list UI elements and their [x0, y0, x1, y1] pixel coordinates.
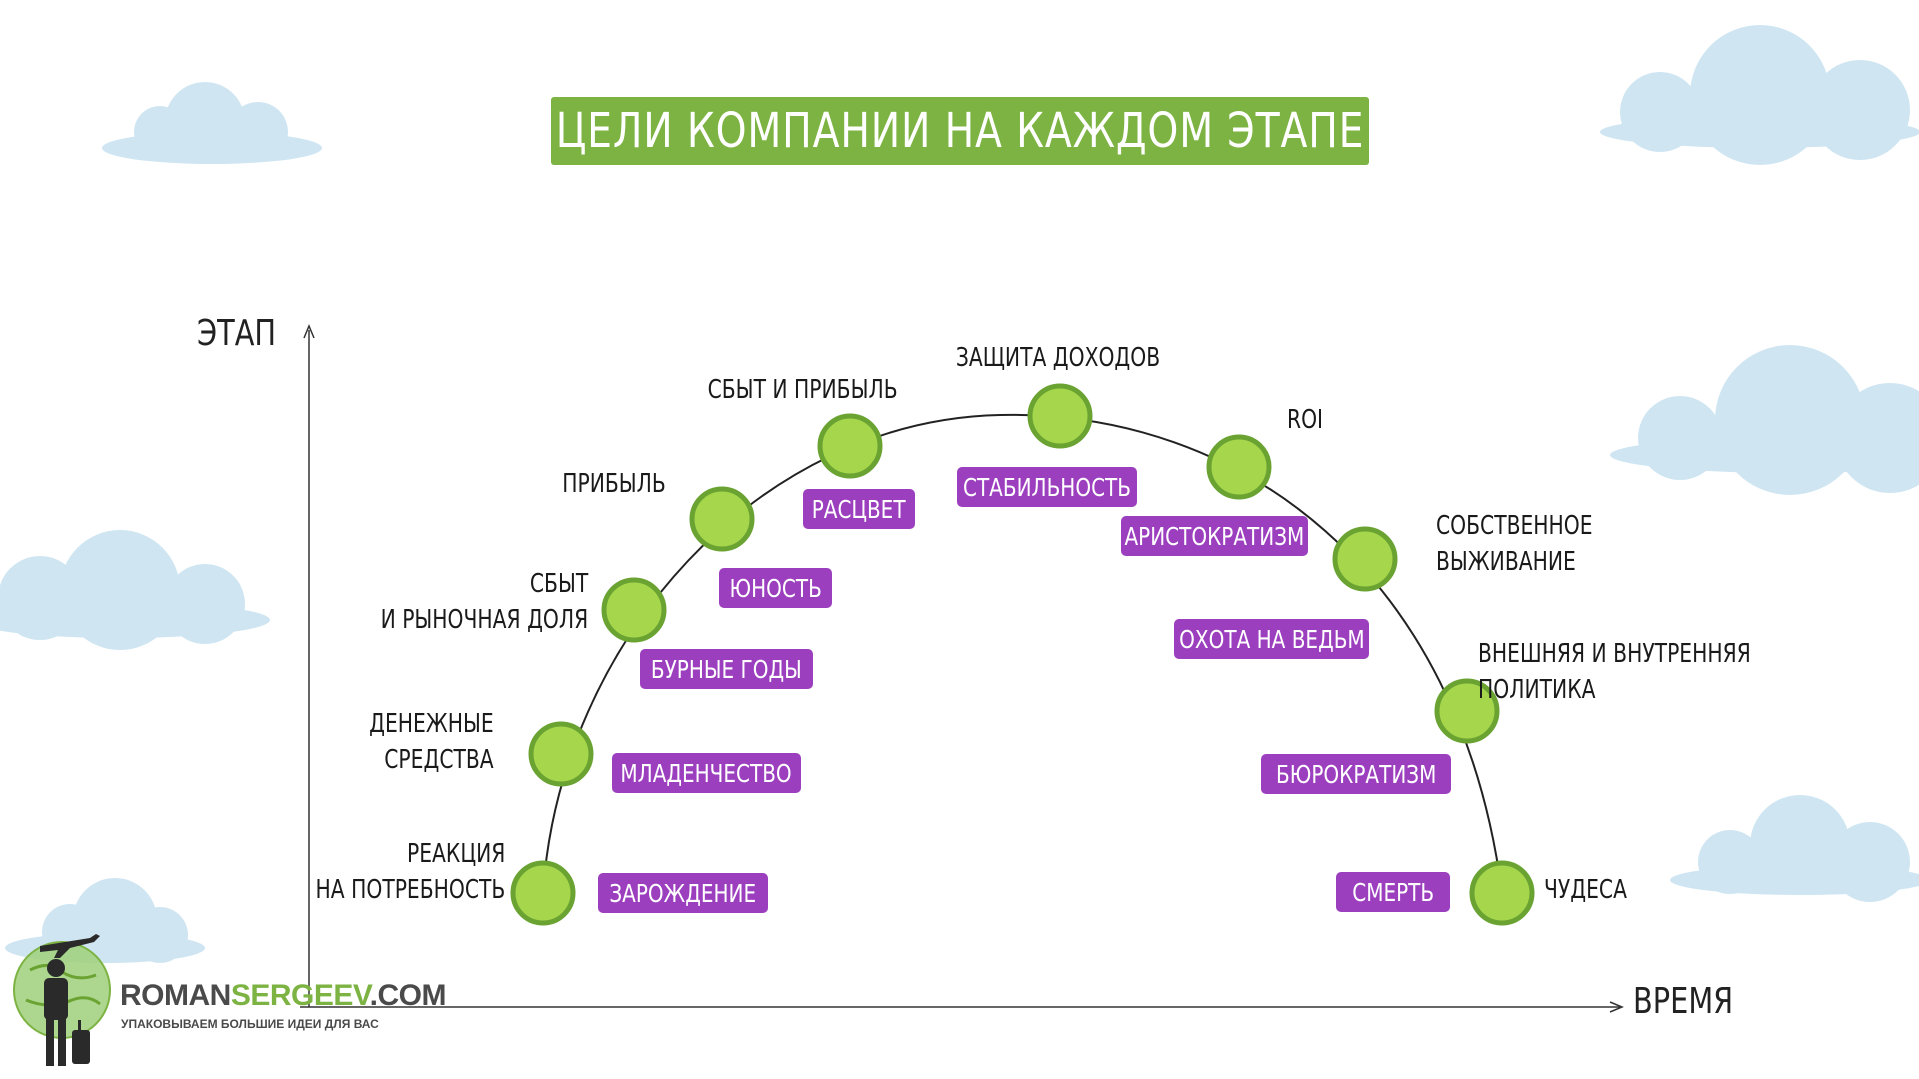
y-axis-arrowhead [303, 324, 315, 339]
goal-label: ЧУДЕСА [1544, 872, 1650, 908]
stage-pill: АРИСТОКРАТИЗМ [1121, 516, 1308, 556]
stage-pill: ОХОТА НА ВЕДЬМ [1174, 619, 1369, 659]
stage-node [1206, 434, 1272, 500]
cloud-top-right [1600, 25, 1919, 165]
stage-nodes [510, 383, 1535, 926]
stage-pill-label: ОХОТА НА ВЕДЬМ [1178, 624, 1365, 654]
lifecycle-arc [542, 413, 1503, 894]
goal-label: ЗАЩИТА ДОХОДОВ [927, 340, 1189, 376]
page-title: ЦЕЛИ КОМПАНИИ НА КАЖДОМ ЭТАПЕ [555, 103, 1365, 159]
goal-label: РЕАКЦИЯ НА ПОТРЕБНОСТЬ [262, 836, 505, 908]
logo-wordmark-part3: .COM [369, 979, 447, 1012]
stage-pill: СТАБИЛЬНОСТЬ [957, 467, 1137, 507]
goal-label-line: ЗАЩИТА ДОХОДОВ [955, 343, 1161, 373]
goal-label: ДЕНЕЖНЫЕ СРЕДСТВА [334, 706, 494, 778]
stage-pill: МЛАДЕНЧЕСТВО [612, 753, 801, 793]
goal-label-line: ВНЕШНЯЯ И ВНУТРЕННЯЯ [1478, 639, 1751, 669]
stage-pill-label: ЮНОСТЬ [729, 573, 822, 603]
goal-label: ROI [1287, 402, 1333, 438]
goal-label-line: ДЕНЕЖНЫЕ [369, 709, 494, 739]
logo-wordmark-part2: SERGEEV [230, 979, 370, 1012]
cloud-mid-left [0, 530, 270, 650]
goal-label: СБЫТ И РЫНОЧНАЯ ДОЛЯ [322, 566, 588, 638]
goal-label-line: СБЫТ И ПРИБЫЛЬ [707, 375, 898, 405]
stage-pill: РАСЦВЕТ [803, 489, 915, 529]
stage-pill: ЮНОСТЬ [719, 568, 832, 608]
goal-label-line: РЕАКЦИЯ [406, 839, 505, 869]
stage-node [1332, 526, 1398, 592]
goal-label: ВНЕШНЯЯ И ВНУТРЕННЯЯ ПОЛИТИКА [1478, 636, 1828, 708]
cloud-bottom-right [1670, 795, 1919, 902]
goal-label-line: ЧУДЕСА [1544, 875, 1627, 905]
stage-node [689, 486, 755, 552]
goal-label: СОБСТВЕННОЕ ВЫЖИВАНИЕ [1436, 508, 1637, 580]
stage-node [528, 721, 594, 787]
stage-pill: ЗАРОЖДЕНИЕ [598, 873, 768, 913]
logo-wordmark: ROMANSERGEEV.COM [120, 979, 446, 1013]
cloud-top-left [102, 82, 322, 164]
stage-pill: БУРНЫЕ ГОДЫ [640, 649, 813, 689]
stage-node [1434, 678, 1500, 744]
title-banner: ЦЕЛИ КОМПАНИИ НА КАЖДОМ ЭТАПЕ [551, 97, 1369, 165]
goal-label-line: И РЫНОЧНАЯ ДОЛЯ [380, 605, 588, 635]
goal-label-line: НА ПОТРЕБНОСТЬ [315, 875, 505, 905]
stage-pill: БЮРОКРАТИЗМ [1261, 754, 1451, 794]
goal-label-line: ВЫЖИВАНИЕ [1436, 547, 1576, 577]
goal-label-line: ПРИБЫЛЬ [562, 469, 666, 499]
logo-wordmark-part1: ROMAN [120, 979, 231, 1012]
stage-node [510, 860, 576, 926]
stage-node [1469, 860, 1535, 926]
stage-pill-label: АРИСТОКРАТИЗМ [1124, 521, 1305, 551]
goal-label: СБЫТ И ПРИБЫЛЬ [654, 372, 898, 408]
goal-label-line: СРЕДСТВА [384, 745, 494, 775]
cloud-mid-right [1610, 345, 1919, 495]
stage-node [817, 413, 883, 479]
stage-pill-label: РАСЦВЕТ [812, 494, 906, 524]
goal-label-line: СБЫТ [529, 569, 588, 599]
stage-pill-label: СМЕРТЬ [1352, 877, 1434, 907]
goal-label-line: ROI [1287, 405, 1324, 435]
logo-person-icon [44, 959, 90, 1066]
stage-pill-label: БУРНЫЕ ГОДЫ [651, 654, 802, 684]
stage-node [1027, 383, 1093, 449]
stage-pill-label: БЮРОКРАТИЗМ [1275, 759, 1437, 789]
x-axis-arrowhead [1609, 1001, 1624, 1013]
goal-label-line: ПОЛИТИКА [1478, 675, 1596, 705]
stage-node [601, 577, 667, 643]
stage-pill-label: ЗАРОЖДЕНИЕ [609, 878, 757, 908]
stage-pill-label: СТАБИЛЬНОСТЬ [963, 472, 1131, 502]
goal-label: ПРИБЫЛЬ [533, 466, 666, 502]
goal-label-line: СОБСТВЕННОЕ [1436, 511, 1593, 541]
x-axis-label: ВРЕМЯ [1633, 981, 1734, 1022]
logo-tagline: УПАКОВЫВАЕМ БОЛЬШИЕ ИДЕИ ДЛЯ ВАС [121, 1017, 379, 1031]
stage-pill: СМЕРТЬ [1336, 872, 1450, 912]
logo-airplane-icon [40, 934, 100, 958]
stage-pill-label: МЛАДЕНЧЕСТВО [620, 758, 793, 788]
y-axis-label: ЭТАП [197, 313, 277, 354]
